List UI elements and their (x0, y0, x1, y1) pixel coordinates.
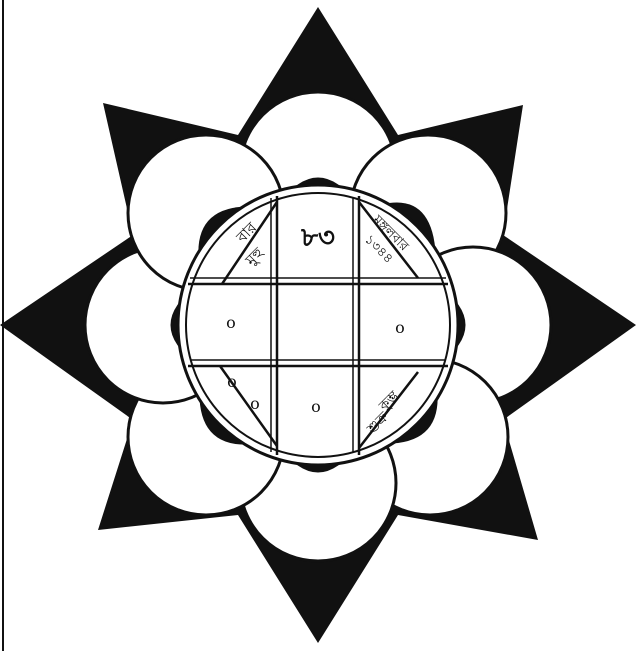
mark-bottom-left-1: o (227, 372, 237, 391)
mark-bottom-center: o (311, 397, 321, 416)
mark-right: o (395, 318, 405, 337)
chart-number: ৮৩ (300, 223, 335, 253)
mark-bottom-left-2: o (250, 394, 260, 413)
mark-left: o (226, 313, 236, 332)
horoscope-chart: ৮৩ বার মুহু মঙ্গলবার ১৩৪৪ কুম্ভ শুক্র o … (178, 185, 458, 465)
